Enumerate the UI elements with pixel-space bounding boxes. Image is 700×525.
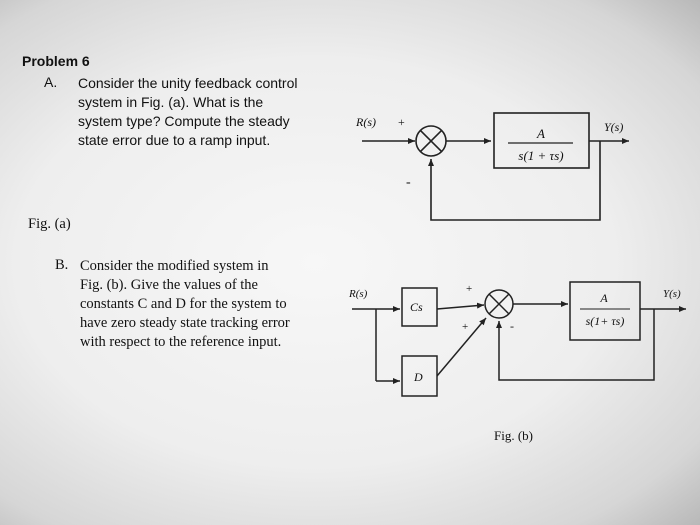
fig-b-d-label: D [413,370,423,384]
part-b-line: constants C and D for the system to [80,296,287,312]
fig-a-numerator: A [536,126,545,141]
part-a-line: state error due to a ramp input. [78,132,271,148]
fig-b-minus-sign: - [510,319,514,333]
fig-a-label: Fig. (a) [28,216,71,232]
fig-b-feedback-path [496,309,655,381]
fig-a-denominator: s(1 + τs) [518,148,563,163]
fig-b-summing-junction [484,289,514,319]
fig-b-label: Fig. (b) [494,428,533,443]
fig-b-plus-top: + [466,283,472,295]
fig-b-diagram [352,281,686,397]
fig-a-diagram [362,112,629,221]
fig-b-plus-left: + [462,321,468,333]
fig-b-denominator: s(1+ τs) [586,314,625,328]
part-b-text: Consider the modified system in Fig. (b)… [80,257,340,352]
part-b-letter: B. [55,257,69,273]
fig-a-feedback-path [428,141,601,221]
problem-title: Problem 6 [22,53,90,69]
part-b-line: Consider the modified system in [80,258,269,274]
fig-a-summing-junction [415,125,447,157]
fig-b-numerator: A [599,291,608,305]
fig-b-cs-output-arrow [436,302,485,310]
part-a-line: system type? Compute the steady [78,113,290,129]
fig-b-output-label: Y(s) [663,288,681,300]
part-b-line: Fig. (b). Give the values of the [80,277,258,293]
part-b-line: with respect to the reference input. [80,334,282,350]
part-a-letter: A. [44,74,58,90]
part-b-line: have zero steady state tracking error [80,315,290,331]
part-a-line: system in Fig. (a). What is the [78,94,264,110]
part-a-line: Consider the unity feedback control [78,75,298,91]
fig-b-plant-block [569,281,641,341]
fig-a-plus-sign: + [398,115,405,129]
fig-a-minus-sign: - [406,175,411,190]
part-a-text: Consider the unity feedback control syst… [78,74,348,150]
fig-a-output-label: Y(s) [604,120,623,134]
fig-b-cs-label: Cs [410,300,423,314]
fig-b-input-label: R(s) [348,288,368,300]
fig-b-d-output-arrow [436,317,487,377]
fig-b-cs-block [401,287,438,327]
fig-a-input-label: R(s) [355,115,376,129]
